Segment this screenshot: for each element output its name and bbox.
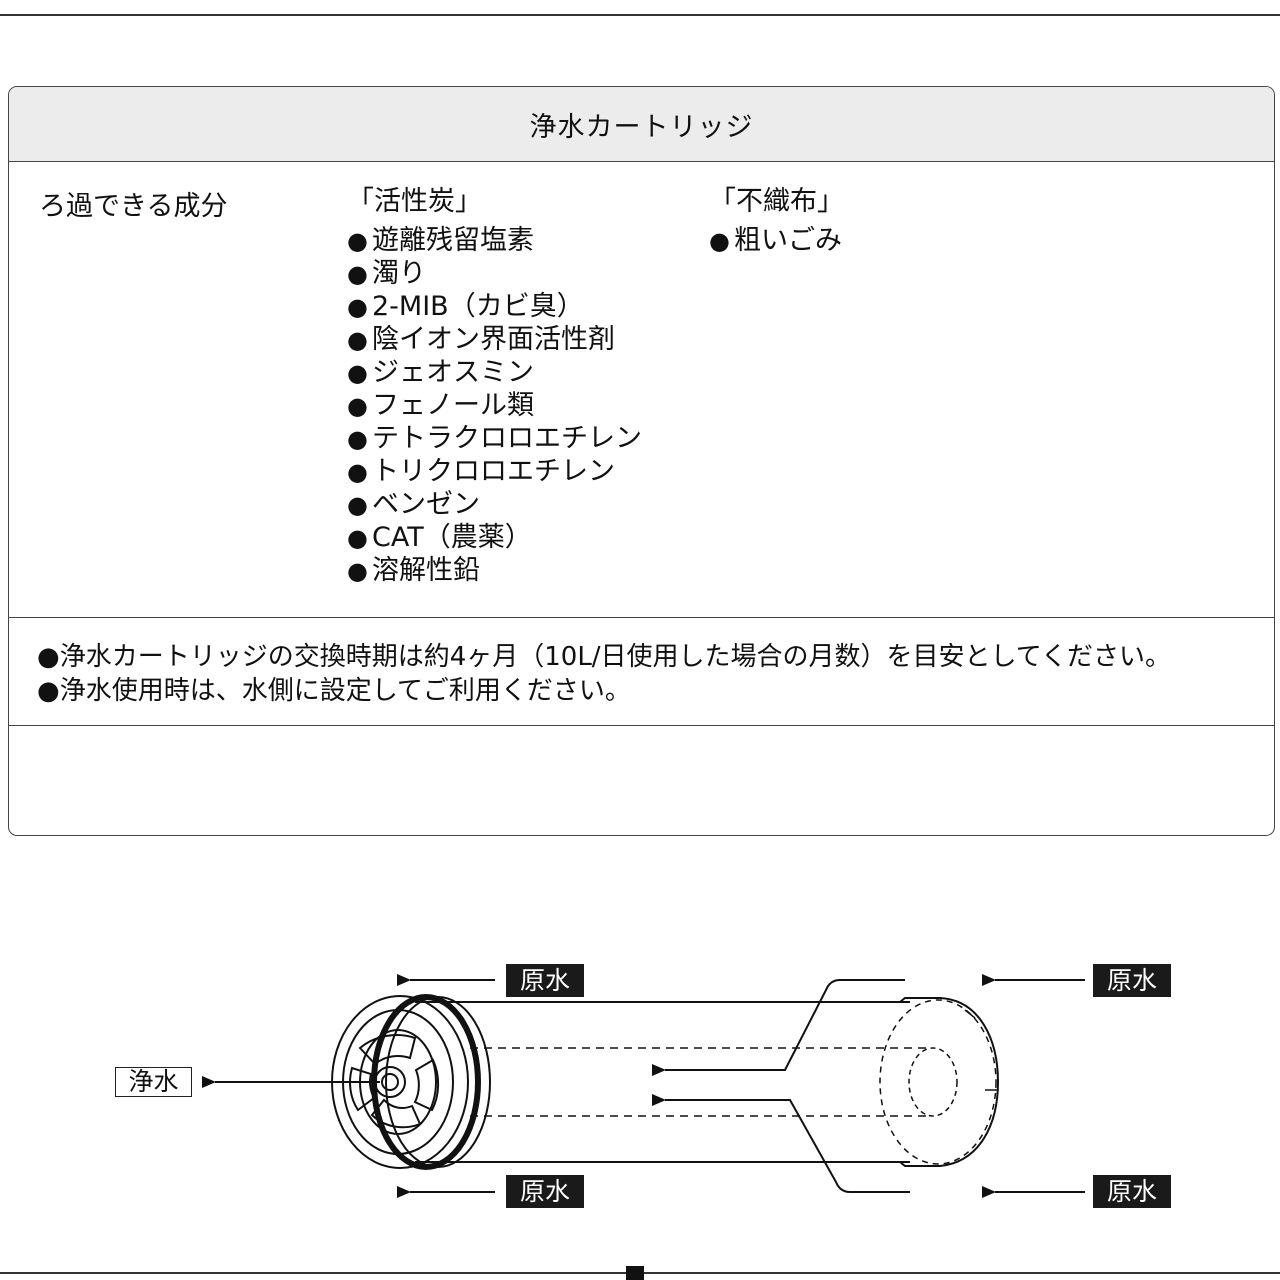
note-item: ●浄水カートリッジの交換時期は約4ヶ月（10L/日使用した場合の月数）を目安とし…: [37, 642, 1171, 672]
notes-row: ●浄水カートリッジの交換時期は約4ヶ月（10L/日使用した場合の月数）を目安とし…: [9, 618, 1274, 726]
list-item: ●トリクロロエチレン: [347, 456, 615, 487]
bullet-icon: ●: [347, 458, 368, 486]
bullet-icon: ●: [347, 293, 368, 321]
bullet-icon: ●: [347, 359, 368, 387]
nonwoven-list: ●粗いごみ: [709, 224, 844, 257]
raw-water-label: 原水: [506, 1175, 584, 1208]
list-item: ●2-MIB（カビ臭）: [347, 291, 584, 322]
list-item: ●フェノール類: [347, 390, 534, 421]
table-header: 浄水カートリッジ: [9, 87, 1274, 162]
list-item: ●陰イオン界面活性剤: [347, 324, 615, 355]
bullet-icon: ●: [709, 227, 730, 255]
bullet-icon: ●: [347, 227, 368, 255]
bullet-icon: ●: [347, 524, 368, 552]
table-title: 浄水カートリッジ: [529, 111, 754, 143]
raw-water-label: 原水: [506, 964, 584, 997]
nonwoven-column: 「不織布」 ●粗いごみ: [709, 184, 844, 257]
raw-water-label: 原水: [1093, 964, 1171, 997]
bullet-icon: ●: [347, 557, 368, 585]
filter-row: ろ過できる成分 「活性炭」 ●遊離残留塩素 ●濁り ●2-MIB（カビ臭） ●陰…: [9, 162, 1274, 618]
list-item: ●粗いごみ: [709, 225, 842, 256]
bullet-icon: ●: [347, 425, 368, 453]
purified-water-label: 浄水: [115, 1067, 192, 1097]
cartridge-illustration: [202, 974, 1085, 1198]
list-item: ●CAT（農薬）: [347, 522, 532, 553]
activated-carbon-title: 「活性炭」: [347, 186, 482, 217]
raw-water-label: 原水: [1093, 1175, 1171, 1208]
list-item: ●テトラクロロエチレン: [347, 423, 642, 454]
list-item: ●ジェオスミン: [347, 357, 534, 388]
page-tab-marker: [626, 1266, 644, 1280]
note-item: ●浄水使用時は、水側に設定してご利用ください。: [37, 676, 631, 706]
activated-carbon-list: ●遊離残留塩素 ●濁り ●2-MIB（カビ臭） ●陰イオン界面活性剤 ●ジェオス…: [347, 224, 642, 587]
activated-carbon-column: 「活性炭」 ●遊離残留塩素 ●濁り ●2-MIB（カビ臭） ●陰イオン界面活性剤…: [347, 184, 642, 587]
top-rule: [0, 14, 1280, 16]
list-item: ●濁り: [347, 258, 426, 289]
list-item: ●溶解性鉛: [347, 555, 480, 586]
bullet-icon: ●: [347, 392, 368, 420]
cartridge-spec-table: 浄水カートリッジ ろ過できる成分 「活性炭」 ●遊離残留塩素 ●濁り ●2-MI…: [8, 86, 1275, 836]
notes: ●浄水カートリッジの交換時期は約4ヶ月（10L/日使用した場合の月数）を目安とし…: [37, 640, 1171, 708]
bullet-icon: ●: [347, 326, 368, 354]
list-item: ●遊離残留塩素: [347, 225, 534, 256]
cartridge-flow-diagram: 原水 原水 原水 原水 浄水: [0, 940, 1280, 1240]
list-item: ●ベンゼン: [347, 489, 480, 520]
nonwoven-title: 「不織布」: [709, 186, 844, 217]
bullet-icon: ●: [347, 491, 368, 519]
filter-label: ろ過できる成分: [39, 191, 228, 222]
bullet-icon: ●: [347, 260, 368, 288]
